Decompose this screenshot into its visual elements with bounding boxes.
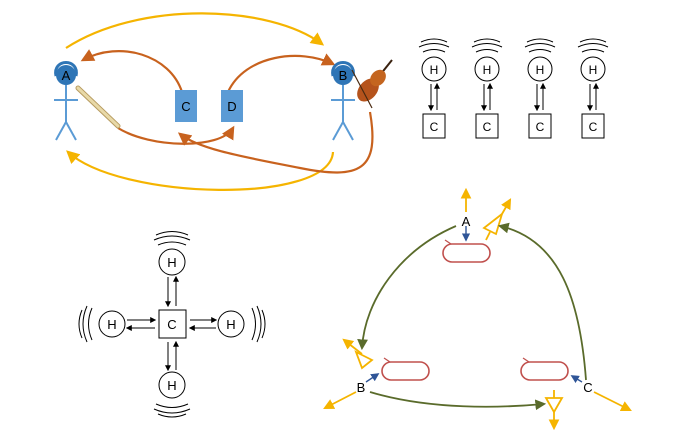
node-c-label: C [583, 380, 592, 395]
human-label: H [536, 63, 545, 77]
pair-3: H C [524, 38, 556, 139]
orange-arrow-d-to-b [227, 53, 336, 93]
human-label-left: H [107, 317, 116, 332]
panel-a-musicians: C D A B [54, 12, 393, 191]
computer-label: C [483, 120, 492, 134]
person-a: A [54, 61, 78, 141]
orange-arrow-c-to-a [80, 49, 184, 93]
speaker-icon-c [544, 390, 564, 431]
computer-node [528, 113, 552, 139]
node-b-label: B [357, 380, 366, 395]
human-node [580, 56, 606, 82]
human-label-right: H [226, 317, 235, 332]
human-node-right [217, 310, 245, 338]
human-label-top: H [167, 255, 176, 270]
person-b-label: B [339, 68, 348, 83]
pair-4: H C [577, 38, 609, 139]
violin-icon [351, 59, 393, 109]
computer-label-center: C [167, 317, 176, 332]
node-a-label: A [462, 214, 471, 229]
computer-node [581, 113, 605, 139]
human-label: H [589, 63, 598, 77]
computer-label: C [536, 120, 545, 134]
green-arrow-a-to-b [357, 225, 457, 351]
box-c [175, 90, 197, 122]
red-loop-b [381, 361, 430, 381]
computer-label: C [430, 120, 439, 134]
human-label: H [430, 63, 439, 77]
red-loop-c [520, 361, 569, 381]
red-loop-a [442, 243, 491, 263]
person-b: B [331, 61, 355, 141]
person-a-label: A [62, 68, 71, 83]
computer-label: C [589, 120, 598, 134]
yellow-arrow-b-to-a [66, 150, 335, 191]
computer-node [422, 113, 446, 139]
human-label-bottom: H [167, 378, 176, 393]
human-node [527, 56, 553, 82]
human-label: H [483, 63, 492, 77]
speaker-icon-a [482, 198, 512, 241]
orange-arrow-flute-to-d [117, 125, 235, 145]
human-node-bottom [158, 371, 186, 399]
pair-2: H C [471, 38, 503, 139]
box-d-label: D [227, 99, 236, 114]
orange-arrow-violin-to-c [177, 111, 374, 174]
panel-d-network: A B C [323, 187, 632, 431]
person-b-head [333, 65, 353, 85]
green-arrow-c-to-a [497, 222, 587, 381]
headphones-icon [54, 61, 78, 77]
computer-node [475, 113, 499, 139]
speaker-icon-b [342, 338, 374, 370]
person-a-head [56, 65, 76, 85]
human-node-top [158, 248, 186, 276]
human-node [421, 56, 447, 82]
green-arrow-b-to-c [369, 391, 547, 411]
flute-icon [75, 85, 121, 129]
human-node-left [98, 310, 126, 338]
yellow-arrow-a-to-b [65, 12, 325, 49]
computer-node-center [158, 309, 187, 339]
box-c-label: C [181, 99, 190, 114]
panel-b-pairs: H C H C H C [418, 38, 609, 139]
box-d [221, 90, 243, 122]
pair-1: H C [418, 38, 450, 139]
human-node [474, 56, 500, 82]
panel-c-star: H H H H C [78, 231, 266, 418]
